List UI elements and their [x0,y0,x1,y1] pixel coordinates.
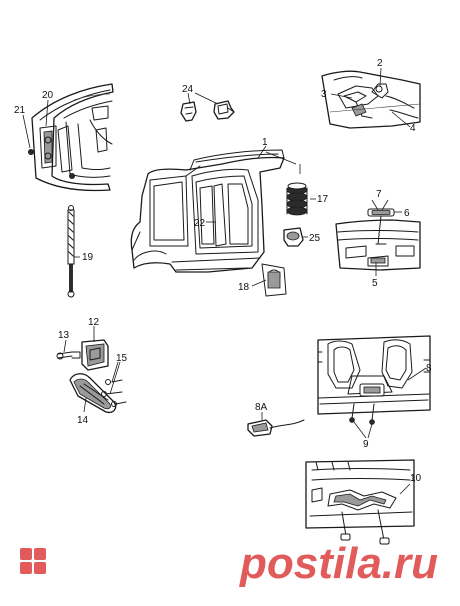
leader-21 [22,114,31,149]
callout-21: 21 [14,105,26,116]
callout-2: 2 [377,58,383,69]
leader-24a [187,92,191,105]
leader-20 [45,99,49,127]
leader-7b [381,199,389,211]
watermark-logo-icon [20,548,46,574]
watermark: postila.ru [20,539,438,588]
leader-18 [251,279,267,287]
callout-15: 15 [116,353,128,364]
screws-9-drawing [349,403,375,425]
leader-1c [265,151,297,165]
callout-8a: 8A [255,402,268,413]
callout-20: 20 [42,90,54,101]
leader-4 [391,111,411,128]
leader-9b [367,423,373,439]
clips-drawing [180,100,235,122]
leader-8 [407,367,427,381]
gas-strut-drawing [67,205,75,298]
callout-labels: 1 2 3 4 5 6 7 8 8A 9 10 12 13 14 15 17 1… [14,58,432,484]
leader-7a [371,199,379,211]
leader-10 [399,483,411,495]
leader-15a [111,361,119,383]
callout-6: 6 [404,208,410,219]
leader-2 [379,67,382,87]
actuator-8a-drawing [247,419,305,437]
tailgate-panel-drawing [335,208,421,271]
callout-8: 8 [426,363,432,374]
car-rear-drawing [130,149,287,297]
callout-10: 10 [410,473,422,484]
callout-22: 22 [194,218,206,229]
leader-15b [109,361,121,395]
bump-stop-drawing [283,227,304,247]
callout-13: 13 [58,330,70,341]
callout-12: 12 [88,317,100,328]
leader-24b [194,92,219,105]
callout-17: 17 [317,194,329,205]
callout-1: 1 [262,137,268,148]
leader-9a [353,421,367,439]
rear-pillar-hinge-drawing [27,83,114,192]
spring-drawing [286,182,308,216]
watermark-text: postila.ru [239,539,438,588]
callout-7: 7 [376,189,382,200]
leader-1 [257,145,267,159]
hinge-bracket-drawing [321,70,421,129]
lower-panel-drawing [305,459,415,529]
callout-9: 9 [363,439,369,450]
callout-25: 25 [309,233,321,244]
leader-3 [330,93,353,99]
leader-13 [63,339,67,353]
callout-24: 24 [182,84,194,95]
screws-10-drawing [340,509,390,545]
callout-5: 5 [372,278,378,289]
callout-19: 19 [82,252,94,263]
callout-3: 3 [321,89,327,100]
leader-14 [83,397,87,413]
callout-4: 4 [410,123,416,134]
light-housing-drawing [56,339,127,414]
callout-14: 14 [77,415,89,426]
callout-18: 18 [238,282,250,293]
lock-panel-drawing [317,335,431,415]
